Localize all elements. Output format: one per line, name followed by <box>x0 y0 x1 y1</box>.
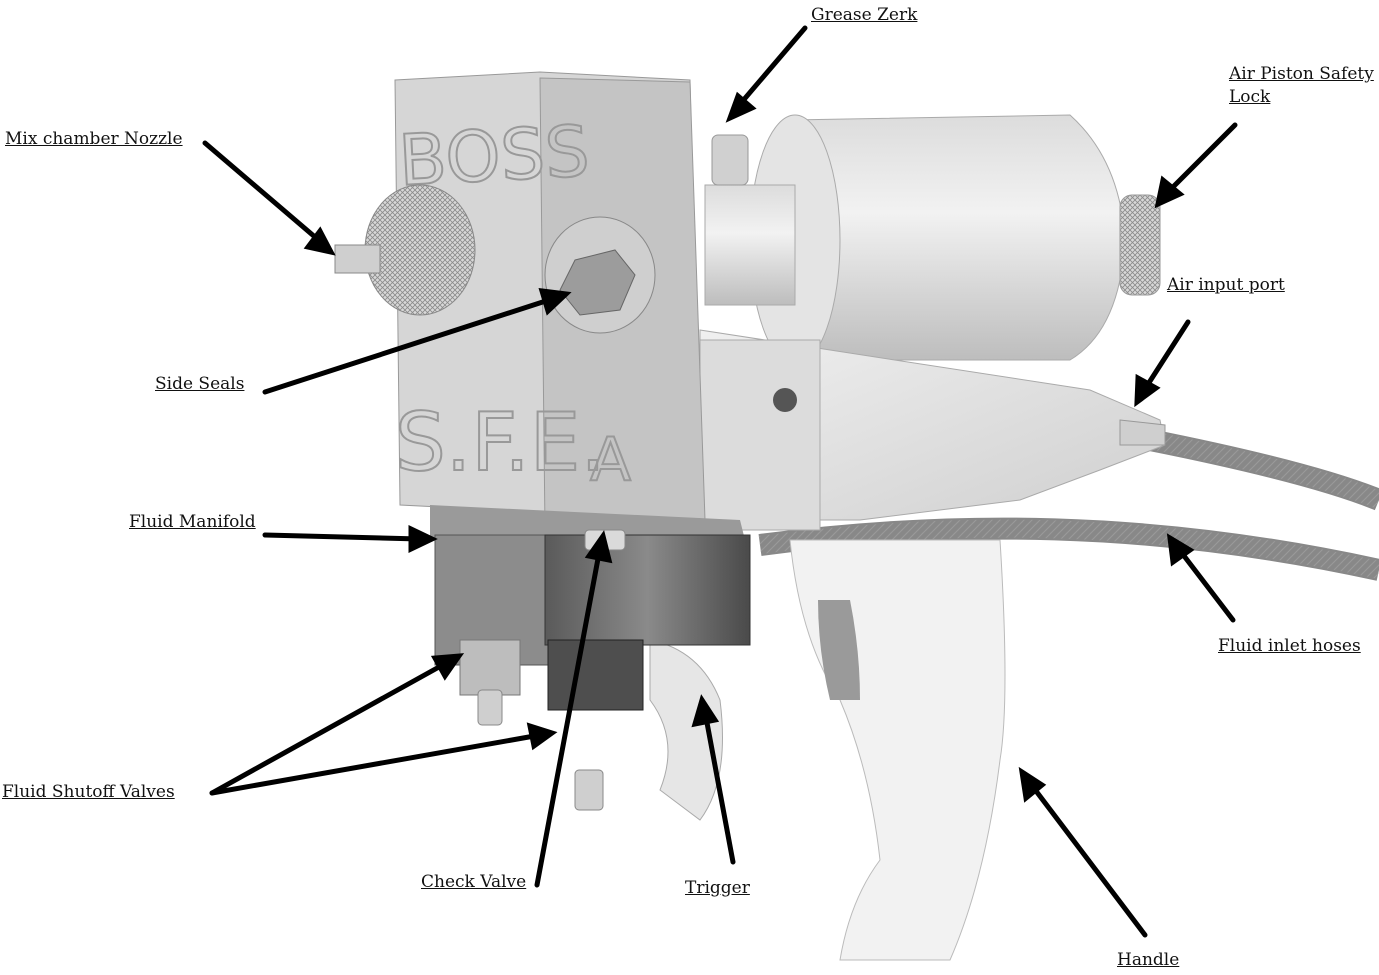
air-input-port-arrow <box>1140 319 1191 395</box>
handle-arrow <box>1027 780 1148 938</box>
fluid-shutoff-valves-label: Fluid Shutoff Valves <box>2 782 175 802</box>
fluid-manifold-label: Fluid Manifold <box>129 512 256 532</box>
trigger-shape <box>649 639 723 821</box>
side-seals-arrow <box>262 295 558 395</box>
air-piston-safety-lock-label-line2: Lock <box>1229 87 1271 107</box>
trigger-arrowhead <box>691 694 720 728</box>
mix-chamber-nozzle-label: Mix chamber Nozzle <box>5 129 183 149</box>
grease-zerk-label: Grease Zerk <box>811 5 918 25</box>
check-valve-arrow <box>534 545 603 888</box>
side-seals-arrowhead <box>538 288 572 316</box>
check-valve-label: Check Valve <box>421 872 527 892</box>
side-seals-label: Side Seals <box>155 374 245 394</box>
fluid-inlet-hoses-arrow <box>1175 545 1236 623</box>
air-piston-safety-lock-label-line1: Air Piston Safety <box>1229 64 1374 84</box>
trigger-arrow <box>702 709 736 865</box>
mix-chamber-nozzle-arrow <box>202 140 325 246</box>
annotation-arrows <box>202 25 1238 938</box>
mix-chamber-head-shape: BOSS S.F.E. A <box>334 71 706 531</box>
air-piston-safety-lock-arrow <box>1162 122 1238 198</box>
grease-zerk-arrow <box>732 25 808 113</box>
fluid-shutoff-valve-arrow-1 <box>209 659 451 796</box>
air-input-port-arrowhead <box>1134 373 1161 408</box>
air-piston-safety-lock-knob <box>1119 194 1161 296</box>
side-seal-bolt <box>559 249 636 316</box>
handle-arrowhead <box>1018 766 1047 803</box>
mix-chamber-nozzle-tip <box>334 244 381 274</box>
nozzle-knurled-ring <box>364 184 476 316</box>
air-input-port-label: Air input port <box>1167 275 1285 295</box>
fluid-inlet-hoses-label: Fluid inlet hoses <box>1218 636 1361 656</box>
air-piston-safety-lock-arrowhead <box>1154 175 1185 209</box>
air-cylinder-shape <box>704 114 1161 366</box>
gun-maker-marking: S.F.E. <box>395 396 606 489</box>
check-valve-arrowhead <box>584 530 613 564</box>
fluid-inlet-hoses-shape <box>758 429 1379 581</box>
grease-zerk-fitting <box>711 134 749 186</box>
handle-label: Handle <box>1117 950 1180 970</box>
fluid-manifold-arrowhead <box>408 525 438 553</box>
handle-shape <box>789 539 1006 961</box>
fluid-inlet-hoses-arrowhead <box>1166 533 1195 567</box>
fluid-shutoff-valve-arrowhead-2 <box>526 722 558 751</box>
grease-zerk-arrowhead <box>725 91 757 123</box>
fluid-manifold-arrow <box>262 532 423 542</box>
mix-chamber-nozzle-arrowhead <box>303 226 336 256</box>
shutoff-valve-a <box>477 689 503 726</box>
shutoff-valve-b <box>574 769 604 811</box>
fluid-shutoff-valve-arrow-2 <box>209 732 543 796</box>
fluid-manifold-shape <box>430 505 751 811</box>
fluid-shutoff-valve-arrowhead-1 <box>430 653 465 681</box>
trigger-label: Trigger <box>685 878 750 898</box>
gun-side-marking: A <box>590 425 631 495</box>
air-input-port-fitting <box>1119 419 1166 446</box>
